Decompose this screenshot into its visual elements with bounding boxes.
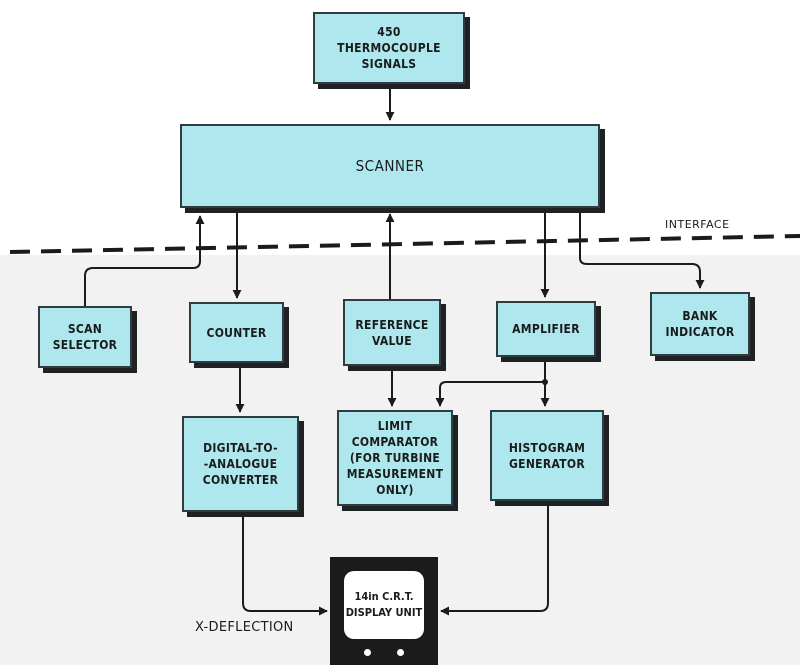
- amplifier-block: AMPLIFIER: [496, 301, 596, 357]
- histogram-generator-block: HISTOGRAM GENERATOR: [490, 410, 604, 501]
- crt-knob-left: [364, 649, 371, 656]
- arrow-scanner-to-bank-indicator: [579, 208, 705, 289]
- crt-knob-right: [397, 649, 404, 656]
- limit-comparator-block: LIMIT COMPARATOR (FOR TURBINE MEASUREMEN…: [337, 410, 453, 506]
- counter-block: COUNTER: [189, 302, 284, 363]
- thermocouple-signals-block: 450 THERMOCOUPLE SIGNALS: [313, 12, 465, 84]
- interface-label: INTERFACE: [665, 218, 730, 231]
- arrow-histogram-to-crt: [440, 501, 549, 616]
- arrow-scan-selector-to-scanner: [84, 215, 205, 306]
- scanner-block: SCANNER: [180, 124, 600, 208]
- interface-dashed-line: [9, 234, 800, 254]
- crt-display-unit: 14in C.R.T. DISPLAY UNIT: [330, 557, 438, 665]
- arrow-dac-to-crt: [242, 512, 328, 616]
- arrow-amplifier-to-comparator: [435, 381, 545, 407]
- digital-to-analogue-converter-block: DIGITAL-TO- -ANALOGUE CONVERTER: [182, 416, 299, 512]
- x-deflection-label: X-DEFLECTION: [195, 620, 294, 635]
- crt-screen-label: 14in C.R.T. DISPLAY UNIT: [344, 571, 424, 639]
- reference-value-block: REFERENCE VALUE: [343, 299, 441, 366]
- bank-indicator-block: BANK INDICATOR: [650, 292, 750, 356]
- scan-selector-block: SCAN SELECTOR: [38, 306, 132, 368]
- branch-junction-dot: [542, 379, 548, 385]
